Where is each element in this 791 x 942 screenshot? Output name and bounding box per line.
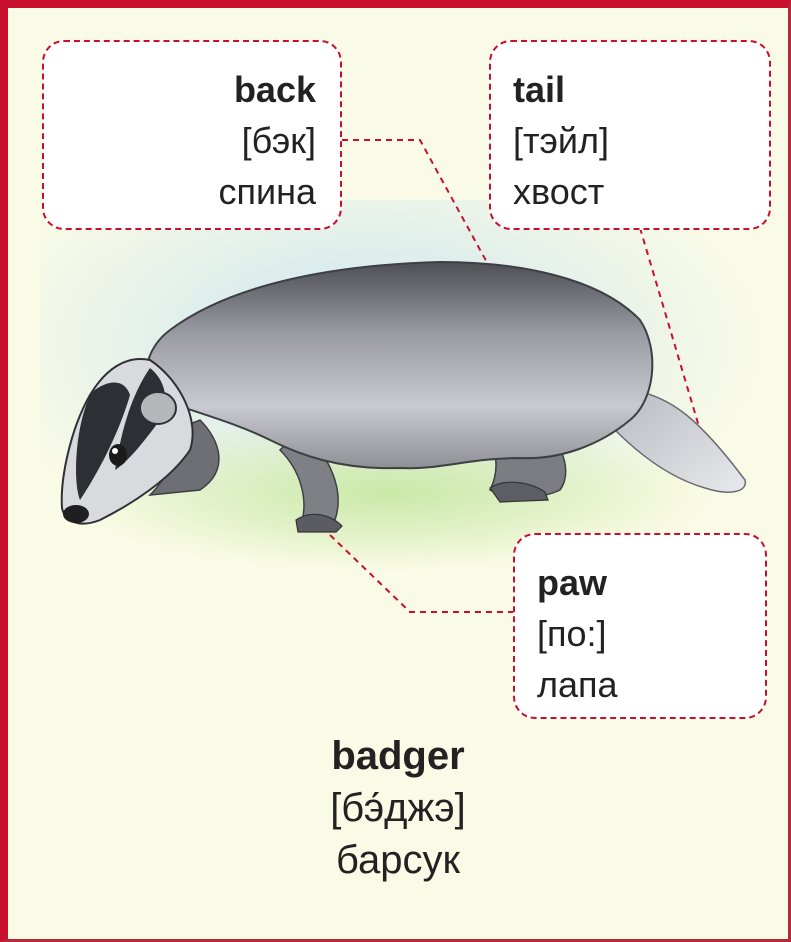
main-word-block: badger [бэ́джэ] барсук (8, 730, 788, 886)
callout-tail: tail [тэйл] хвост (489, 40, 771, 230)
callout-back: back [бэк] спина (42, 40, 342, 230)
badger-body (146, 262, 652, 468)
callout-back-word: back (44, 64, 316, 115)
main-transcription: [бэ́джэ] (8, 782, 788, 834)
callout-tail-translation: хвост (513, 166, 769, 217)
callout-tail-transcription: [тэйл] (513, 115, 769, 166)
badger-eye (109, 444, 127, 466)
connector-paw (330, 535, 513, 612)
badger-eye-glint (112, 448, 118, 454)
main-word: badger (8, 730, 788, 782)
callout-tail-word: tail (513, 64, 769, 115)
main-translation: барсук (8, 834, 788, 886)
connector-back (342, 140, 490, 268)
callout-paw-transcription: [по:] (537, 608, 765, 659)
callout-back-translation: спина (44, 166, 316, 217)
callout-paw-word: paw (537, 557, 765, 608)
badger-ear (140, 392, 176, 424)
callout-paw-translation: лапа (537, 659, 765, 710)
badger-nose (63, 505, 89, 523)
callout-back-transcription: [бэк] (44, 115, 316, 166)
callout-paw: paw [по:] лапа (513, 533, 767, 719)
